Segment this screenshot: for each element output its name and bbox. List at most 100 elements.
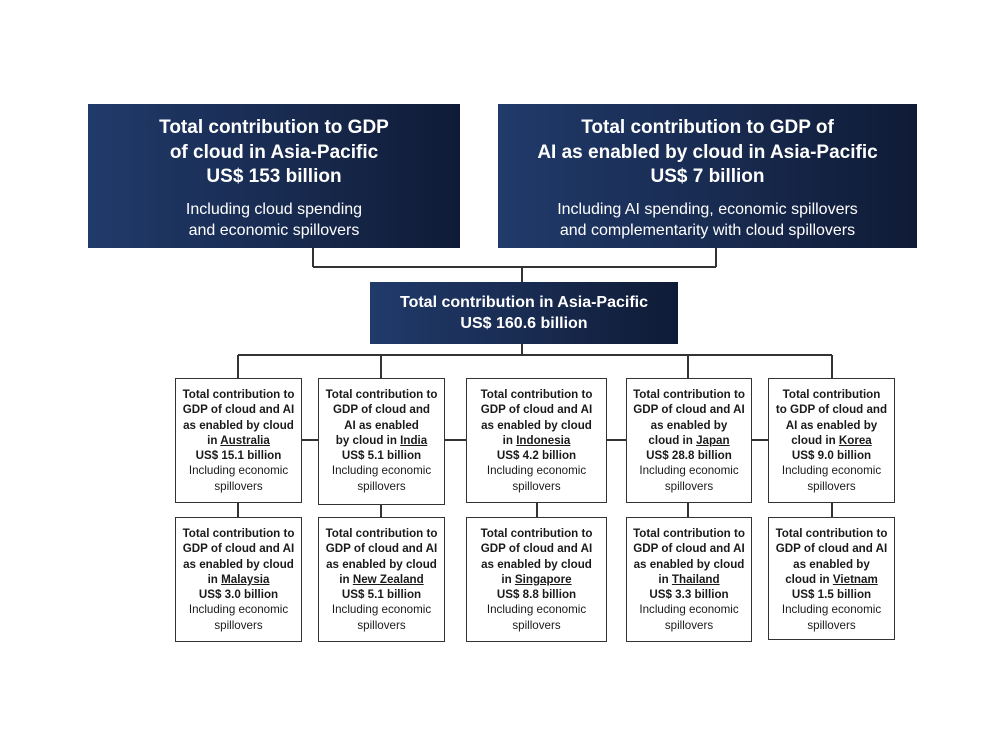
- country-box-new-zealand: Total contribution to GDP of cloud and AI…: [318, 517, 445, 642]
- country-prefix: cloud in: [791, 433, 839, 447]
- country-prefix: in: [658, 572, 672, 586]
- country-title-line: GDP of cloud and AI: [480, 542, 593, 556]
- country-title-line: Total contribution to: [775, 527, 888, 540]
- country-box-vietnam: Total contribution to GDP of cloud and AI…: [768, 517, 895, 640]
- country-note-line: Including economic: [188, 464, 289, 478]
- ai-gdp-note-line2: and complementarity with cloud spillover…: [559, 221, 856, 239]
- ai-gdp-box: Total contribution to GDP of AI as enabl…: [498, 104, 917, 248]
- country-title-line: GDP of cloud and AI: [182, 403, 295, 417]
- country-note-line: Including economic: [188, 603, 289, 617]
- country-prefix: in: [339, 572, 353, 586]
- country-note-line: spillovers: [807, 479, 856, 493]
- country-prefix: by cloud in: [335, 433, 401, 447]
- country-prefix: in: [207, 572, 222, 586]
- country-value: US$ 5.1 billion: [341, 449, 422, 463]
- country-name: Malaysia: [221, 572, 270, 586]
- cloud-gdp-value: US$ 153 billion: [206, 166, 342, 187]
- country-title-line: GDP of cloud and AI: [775, 542, 888, 556]
- country-note-line: Including economic: [781, 464, 882, 478]
- country-name-line: cloud in Vietnam: [769, 572, 894, 587]
- country-name: India: [400, 433, 428, 447]
- country-title-line: Total contribution to: [480, 527, 593, 540]
- total-asia-pacific-box: Total contribution in Asia-Pacific US$ 1…: [370, 282, 678, 344]
- ai-gdp-value: US$ 7 billion: [650, 166, 765, 187]
- country-name: Japan: [696, 433, 730, 447]
- country-title-line: GDP of cloud and AI: [182, 542, 295, 556]
- country-prefix: in: [501, 572, 515, 586]
- country-box-malaysia: Total contribution to GDP of cloud and AI…: [175, 517, 302, 642]
- country-note-line: Including economic: [331, 603, 432, 617]
- country-title-line: GDP of cloud and: [332, 403, 431, 417]
- country-note-line: spillovers: [214, 618, 263, 632]
- country-note-line: Including economic: [639, 603, 739, 617]
- country-note-line: Including economic: [486, 603, 587, 617]
- country-name-line: cloud in Korea: [769, 433, 894, 448]
- country-prefix: in: [502, 433, 517, 447]
- country-name: Australia: [220, 433, 270, 447]
- country-prefix: cloud in: [648, 433, 697, 447]
- country-name: Korea: [838, 433, 872, 447]
- country-title-line: GDP of cloud and AI: [633, 403, 745, 417]
- country-note-line: spillovers: [664, 618, 714, 632]
- country-value: US$ 28.8 billion: [646, 449, 732, 463]
- cloud-gdp-box: Total contribution to GDP of cloud in As…: [88, 104, 460, 248]
- country-box-singapore: Total contribution to GDP of cloud and AI…: [466, 517, 607, 642]
- country-name: New Zealand: [352, 572, 424, 586]
- country-title-line: Total contribution to: [182, 527, 295, 540]
- country-note-line: spillovers: [512, 479, 561, 493]
- total-value: US$ 160.6 billion: [460, 315, 588, 332]
- country-title-line: Total contribution to: [633, 527, 745, 540]
- country-value: US$ 5.1 billion: [341, 588, 422, 602]
- country-name: Thailand: [671, 572, 720, 586]
- country-title-line: as enabled by: [793, 557, 870, 571]
- country-value: US$ 3.0 billion: [198, 588, 279, 602]
- country-prefix: in: [207, 433, 221, 447]
- country-value: US$ 8.8 billion: [496, 588, 577, 602]
- country-note-line: Including economic: [639, 464, 739, 478]
- country-title-line: Total contribution to: [325, 527, 438, 540]
- country-value: US$ 4.2 billion: [496, 449, 577, 463]
- country-title-line: as enabled by cloud: [633, 557, 745, 571]
- country-title-line: AI as enabled by: [785, 418, 878, 432]
- cloud-gdp-title-line1: Total contribution to GDP: [159, 117, 389, 138]
- country-name-line: in Indonesia: [467, 433, 606, 448]
- country-note-line: spillovers: [357, 479, 406, 493]
- country-title-line: as enabled by: [650, 418, 728, 432]
- country-name-line: cloud in Japan: [627, 433, 751, 448]
- total-title: Total contribution in Asia-Pacific: [399, 294, 648, 311]
- country-name: Indonesia: [516, 433, 571, 447]
- cloud-gdp-title-line2: of cloud in Asia-Pacific: [169, 141, 379, 163]
- country-value: US$ 1.5 billion: [791, 588, 872, 602]
- country-note-line: Including economic: [486, 464, 587, 478]
- country-name: Vietnam: [832, 572, 878, 586]
- country-title-line: as enabled by cloud: [481, 418, 592, 432]
- country-title-line: as enabled by cloud: [326, 557, 437, 571]
- country-box-australia: Total contribution to GDP of cloud and AI…: [175, 378, 302, 503]
- country-value: US$ 3.3 billion: [649, 588, 729, 602]
- country-title-line: Total contribution to: [182, 388, 295, 401]
- cloud-gdp-note-line2: and economic spillovers: [188, 221, 360, 239]
- country-value: US$ 9.0 billion: [791, 449, 872, 463]
- country-name-line: in Australia: [176, 433, 301, 448]
- country-name-line: by cloud in India: [319, 433, 444, 448]
- country-title-line: Total contribution to: [633, 388, 745, 401]
- country-name-line: in Thailand: [627, 572, 751, 587]
- country-name: Singapore: [514, 572, 572, 586]
- country-prefix: cloud in: [785, 572, 833, 586]
- cloud-gdp-note-line1: Including cloud spending: [185, 200, 363, 218]
- ai-gdp-title-line2: AI as enabled by cloud in Asia-Pacific: [537, 141, 878, 163]
- country-note-line: spillovers: [214, 479, 263, 493]
- country-title-line: to GDP of cloud and: [775, 403, 888, 417]
- country-title-line: Total contribution: [782, 388, 881, 401]
- country-title-line: Total contribution to: [325, 388, 438, 401]
- country-title-line: AI as enabled: [344, 418, 419, 432]
- country-note-line: spillovers: [807, 618, 856, 632]
- country-box-thailand: Total contribution to GDP of cloud and AI…: [626, 517, 752, 642]
- country-box-japan: Total contribution to GDP of cloud and AI…: [626, 378, 752, 503]
- country-note-line: spillovers: [357, 618, 406, 632]
- country-title-line: GDP of cloud and AI: [633, 542, 745, 556]
- country-title-line: GDP of cloud and AI: [325, 542, 438, 556]
- country-note-line: spillovers: [512, 618, 561, 632]
